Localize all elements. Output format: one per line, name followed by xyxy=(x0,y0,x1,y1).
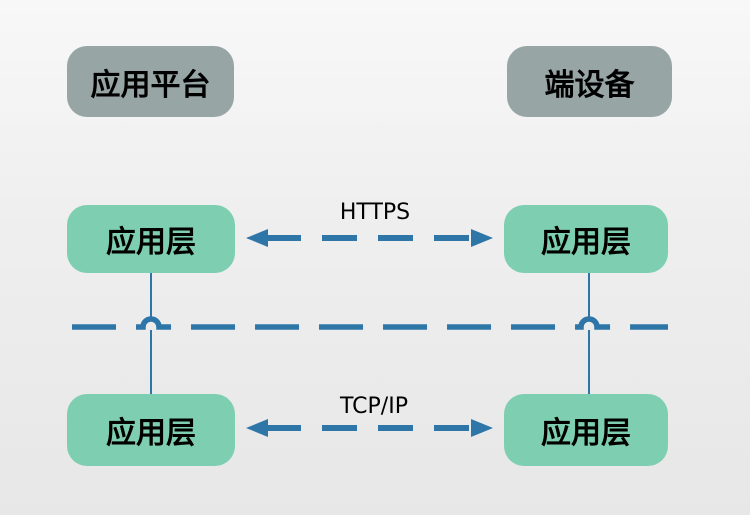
dashed-divider-line xyxy=(72,316,668,330)
layer-box-device-application-layer-top: 应用层 xyxy=(504,205,668,273)
layer-label: 应用层 xyxy=(106,416,196,451)
layer-label: 应用层 xyxy=(541,225,631,260)
tcpip-arrowhead-left xyxy=(246,419,268,437)
tcpip-arrowhead-right xyxy=(471,419,493,437)
layer-label: 应用层 xyxy=(106,225,196,260)
header-box-end-device: 端设备 xyxy=(507,46,672,117)
header-label: 应用平台 xyxy=(90,67,211,103)
layer-box-platform-application-layer-top: 应用层 xyxy=(67,205,235,273)
https-arrowhead-right xyxy=(471,229,493,247)
tcpip-protocol-label: TCP/IP xyxy=(340,394,408,419)
https-arrowhead-left xyxy=(246,229,268,247)
layer-label: 应用层 xyxy=(541,416,631,451)
https-protocol-label: HTTPS xyxy=(339,200,411,225)
header-label: 端设备 xyxy=(544,67,635,103)
layer-box-device-application-layer-bottom: 应用层 xyxy=(504,394,668,466)
layer-box-platform-application-layer-bottom: 应用层 xyxy=(67,394,235,466)
header-box-application-platform: 应用平台 xyxy=(67,46,234,117)
